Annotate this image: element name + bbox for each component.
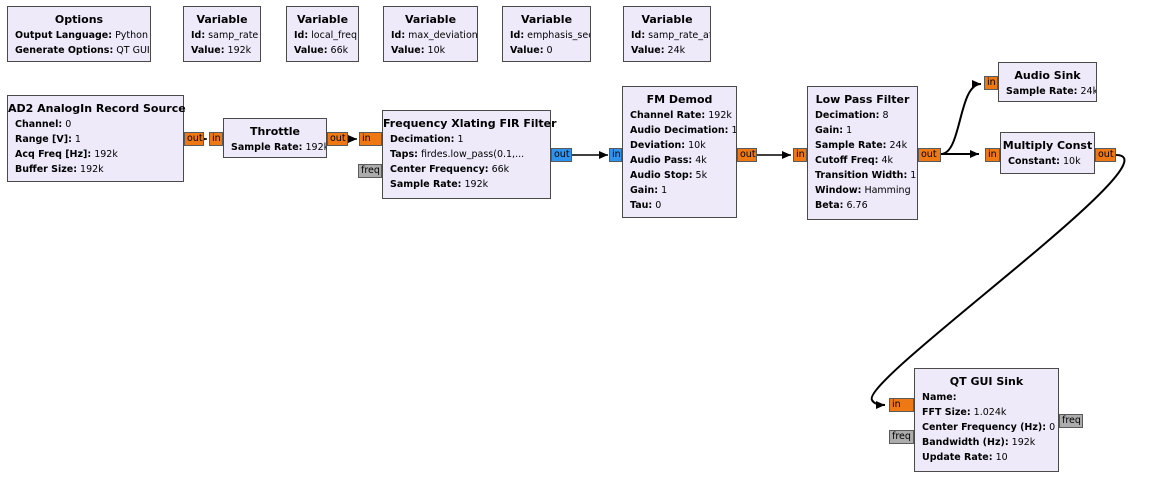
param-taps: Taps: firdes.low_pass(0.1,... bbox=[390, 149, 525, 160]
low-pass-filter-block[interactable]: Low Pass Filter Decimation: 8 Gain: 1 Sa… bbox=[807, 86, 918, 220]
param-sample-rate: Sample Rate: 192k bbox=[231, 142, 326, 153]
param-tau: Tau: 0 bbox=[630, 200, 662, 211]
param-id: Id: samp_rate_af bbox=[631, 30, 710, 41]
param-channel-rate: Channel Rate: 192k bbox=[630, 110, 732, 121]
qtsink-freq-in-port[interactable]: freq bbox=[889, 430, 914, 444]
param-acq-freq: Acq Freq [Hz]: 192k bbox=[15, 149, 118, 160]
param-sample-rate: Sample Rate: 24k bbox=[815, 140, 908, 151]
param-name: Name: bbox=[922, 392, 957, 403]
block-title: Throttle bbox=[249, 125, 301, 138]
multiply-const-block[interactable]: Multiply Const Constant: 10k bbox=[1000, 132, 1095, 174]
frequency-xlating-fir-filter-block[interactable]: Frequency Xlating FIR Filter Decimation:… bbox=[382, 110, 557, 199]
param-sample-rate: Sample Rate: 24k bbox=[1006, 86, 1096, 97]
param-id: Id: emphasis_sec bbox=[510, 30, 590, 41]
qt-gui-sink-block[interactable]: QT GUI Sink Name: FFT Size: 1.024k Cente… bbox=[914, 368, 1059, 472]
param-gain: Gain: 1 bbox=[815, 125, 853, 136]
param-gain: Gain: 1 bbox=[630, 185, 668, 196]
throttle-in-port[interactable]: in bbox=[209, 132, 223, 146]
variable-block-samp-rate[interactable]: Variable Id: samp_rate Value: 192k bbox=[183, 6, 261, 62]
block-title: Options bbox=[54, 13, 104, 26]
variable-block-max-deviation[interactable]: Variable Id: max_deviation Value: 10k bbox=[383, 6, 478, 62]
wire-multconst-to-qtsink[interactable] bbox=[870, 154, 1126, 409]
param-audio-decimation: Audio Decimation: 1 bbox=[630, 125, 736, 136]
block-title: QT GUI Sink bbox=[949, 375, 1024, 388]
param-deviation: Deviation: 10k bbox=[630, 140, 706, 151]
qtsink-in-port[interactable]: in bbox=[889, 398, 914, 412]
block-title: Variable bbox=[641, 13, 693, 26]
param-value: Value: 24k bbox=[631, 45, 686, 56]
fmdemod-out-port[interactable]: out bbox=[737, 148, 757, 162]
param-transition-width: Transition Width: 1k bbox=[815, 170, 917, 181]
param-center-frequency: Center Frequency: 66k bbox=[390, 164, 510, 175]
param-center-frequency: Center Frequency (Hz): 0 bbox=[922, 422, 1056, 433]
xlating-out-port[interactable]: out bbox=[551, 148, 572, 162]
variable-block-local-freq[interactable]: Variable Id: local_freq Value: 66k bbox=[286, 6, 359, 62]
variable-block-emphasis-sec[interactable]: Variable Id: emphasis_sec Value: 0 bbox=[502, 6, 591, 62]
fmdemod-in-port[interactable]: in bbox=[609, 148, 622, 162]
throttle-block[interactable]: Throttle Sample Rate: 192k bbox=[223, 118, 327, 158]
param-value: Value: 10k bbox=[391, 45, 446, 56]
ad2-out-port[interactable]: out bbox=[184, 132, 204, 146]
ad2-analogin-record-source-block[interactable]: AD2 AnalogIn Record Source Channel: 0 Ra… bbox=[7, 95, 186, 182]
block-title: Variable bbox=[404, 13, 457, 26]
block-title: Variable bbox=[196, 13, 248, 26]
xlating-freq-port[interactable]: freq bbox=[358, 164, 382, 178]
param-range: Range [V]: 1 bbox=[15, 134, 81, 145]
block-title: Audio Sink bbox=[1014, 69, 1081, 82]
param-bandwidth: Bandwidth (Hz): 192k bbox=[922, 437, 1036, 448]
param-id: Id: max_deviation bbox=[391, 30, 477, 41]
throttle-out-port[interactable]: out bbox=[327, 132, 348, 146]
param-constant: Constant: 10k bbox=[1008, 156, 1081, 167]
lowpass-out-port[interactable]: out bbox=[918, 148, 941, 162]
multconst-out-port[interactable]: out bbox=[1095, 148, 1116, 162]
param-sample-rate: Sample Rate: 192k bbox=[390, 179, 489, 190]
block-title: Multiply Const bbox=[1002, 139, 1093, 152]
param-value: Value: 0 bbox=[510, 45, 553, 56]
param-cutoff-freq: Cutoff Freq: 4k bbox=[815, 155, 893, 166]
param-value: Value: 66k bbox=[294, 45, 349, 56]
block-title: AD2 AnalogIn Record Source bbox=[8, 102, 186, 115]
param-audio-pass: Audio Pass: 4k bbox=[630, 155, 707, 166]
audio-sink-block[interactable]: Audio Sink Sample Rate: 24k bbox=[998, 62, 1097, 102]
param-audio-stop: Audio Stop: 5k bbox=[630, 170, 708, 181]
multconst-in-port[interactable]: in bbox=[985, 148, 1000, 162]
param-decimation: Decimation: 1 bbox=[390, 134, 464, 145]
block-title: Variable bbox=[296, 13, 349, 26]
param-generate-options: Generate Options: QT GUI bbox=[15, 45, 150, 56]
variable-block-samp-rate-af[interactable]: Variable Id: samp_rate_af Value: 24k bbox=[623, 6, 711, 62]
param-value: Value: 192k bbox=[191, 45, 252, 56]
param-update-rate: Update Rate: 10 bbox=[922, 452, 1008, 463]
wire-lowpass-to-audiosink[interactable] bbox=[940, 80, 982, 155]
block-title: Frequency Xlating FIR Filter bbox=[383, 117, 557, 130]
param-window: Window: Hamming bbox=[815, 185, 911, 196]
param-buffer-size: Buffer Size: 192k bbox=[15, 164, 104, 175]
param-id: Id: samp_rate bbox=[191, 30, 259, 41]
xlating-in-port[interactable]: in bbox=[359, 132, 382, 146]
param-id: Id: local_freq bbox=[294, 30, 357, 41]
param-decimation: Decimation: 8 bbox=[815, 110, 889, 121]
block-title: FM Demod bbox=[646, 93, 713, 106]
qtsink-freq-out-port[interactable]: freq bbox=[1059, 414, 1083, 428]
param-channel: Channel: 0 bbox=[15, 119, 72, 130]
lowpass-in-port[interactable]: in bbox=[793, 148, 807, 162]
block-title: Variable bbox=[520, 13, 573, 26]
param-output-language: Output Language: Python bbox=[15, 30, 149, 41]
audiosink-in-port[interactable]: in bbox=[984, 76, 998, 90]
block-title: Low Pass Filter bbox=[815, 93, 910, 106]
options-block[interactable]: Options Output Language: Python Generate… bbox=[7, 6, 151, 62]
param-beta: Beta: 6.76 bbox=[815, 200, 868, 211]
param-fft-size: FFT Size: 1.024k bbox=[922, 407, 1007, 418]
fm-demod-block[interactable]: FM Demod Channel Rate: 192k Audio Decima… bbox=[622, 86, 737, 218]
